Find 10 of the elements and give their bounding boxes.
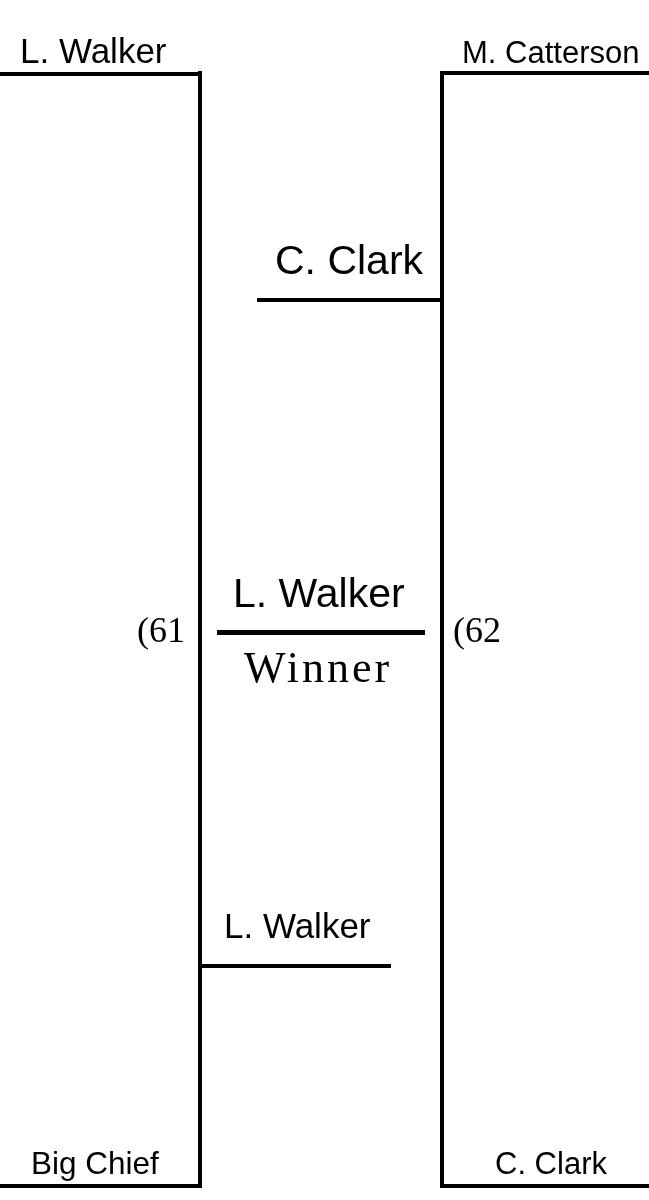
- game-number: (62: [453, 609, 501, 652]
- bracket-slot: L. Walker: [217, 569, 425, 636]
- winner-label: Winner: [244, 642, 393, 694]
- bracket-slot: C. Clark: [257, 236, 444, 302]
- bracket-slot: M. Catterson: [440, 34, 649, 75]
- bracket-slot: L. Walker: [200, 906, 391, 968]
- game-number: (61: [137, 609, 185, 652]
- bracket-slot: C. Clark: [440, 1145, 649, 1188]
- bracket-slot: Big Chief: [0, 1145, 202, 1188]
- bracket-slot: L. Walker: [0, 31, 202, 76]
